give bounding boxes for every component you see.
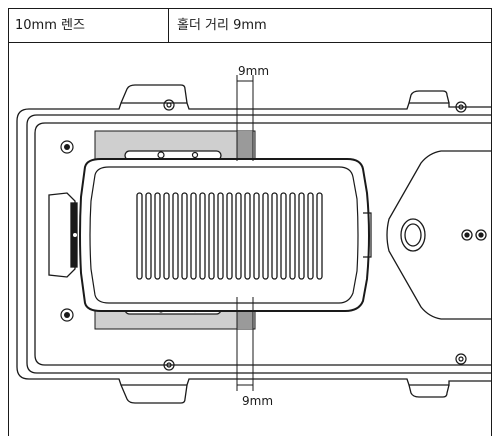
top-tab-right (408, 90, 450, 104)
vent-grille (136, 192, 323, 280)
spec-table: 10mm 렌즈 홀더 거리 9mm (8, 8, 492, 436)
tab-screw-bottom-left (163, 359, 175, 371)
housing-outer-outline (16, 102, 491, 386)
corner-screw-bottom (60, 308, 74, 322)
table-header-row: 10mm 렌즈 홀더 거리 9mm (9, 9, 491, 43)
lens-cell: 10mm 렌즈 (9, 9, 169, 42)
tab-screw-top-right (455, 101, 467, 113)
lens-connector (48, 192, 76, 278)
right-bracket (386, 150, 491, 320)
dimension-lines (236, 75, 254, 391)
top-tab-left (120, 84, 188, 104)
housing-inner-outline (26, 114, 491, 374)
corner-screw-top (60, 140, 74, 154)
bottom-tab-right (408, 384, 450, 398)
tab-screw-top-left (163, 99, 175, 111)
dimension-bottom-label: 9mm (242, 394, 273, 408)
camera-body (79, 158, 372, 312)
holder-distance-cell: 홀더 거리 9mm (177, 18, 267, 33)
camera-holder-diagram: 9mm 9mm (9, 43, 491, 437)
bottom-tab-left (120, 384, 188, 404)
tab-screw-bottom-right (455, 353, 467, 365)
dimension-top-label: 9mm (238, 64, 269, 78)
holder-edge-top (237, 131, 253, 161)
housing-rim (34, 122, 491, 366)
